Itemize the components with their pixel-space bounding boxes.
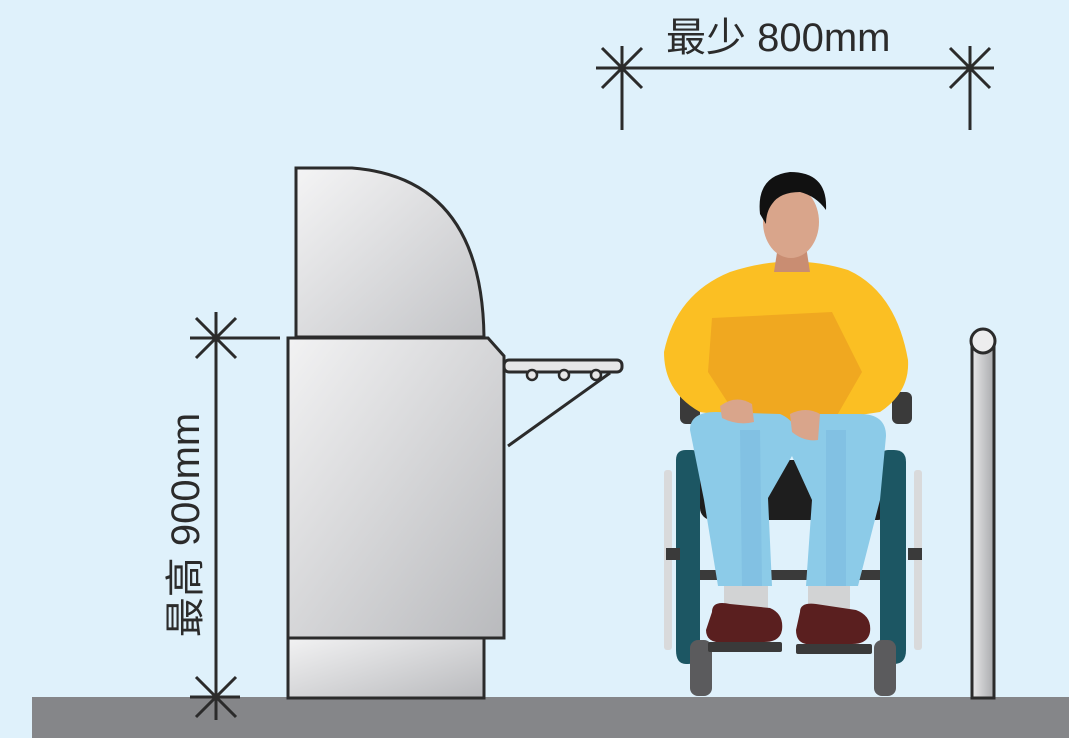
min-width-label: 最少 800mm — [666, 16, 891, 60]
person-head — [763, 186, 819, 258]
max-height-label: 最高 900mm — [164, 412, 208, 638]
kiosk-shelf — [502, 358, 624, 448]
width-dimension — [596, 46, 994, 130]
kiosk-body — [286, 336, 506, 640]
kiosk-base — [286, 636, 486, 700]
person-hair — [759, 172, 827, 224]
person-shoe-right — [796, 603, 871, 644]
wheelchair-user-illustration — [664, 172, 922, 696]
height-dimension — [190, 312, 280, 720]
person-shoe-left — [706, 603, 783, 642]
kiosk-hood — [294, 166, 486, 339]
bollard-post — [969, 327, 997, 700]
kiosk-illustration — [286, 166, 624, 700]
floor — [32, 697, 1069, 738]
